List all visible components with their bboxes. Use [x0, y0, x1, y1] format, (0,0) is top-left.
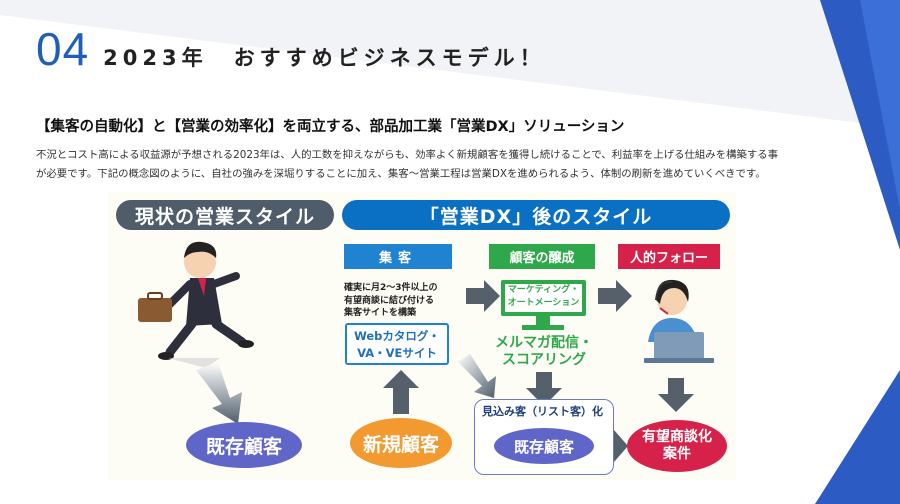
arrow-right-icon — [598, 280, 632, 312]
marketing-automation-label: マーケティング・ オートメーション — [505, 284, 582, 312]
body-paragraph: 不況とコスト高による収益源が予想される2023年は、人的工数を抑えながらも、効率… — [36, 146, 866, 184]
diagram-illustrations — [138, 241, 714, 462]
arrow-down-left-icon — [196, 362, 242, 424]
running-businessman-icon — [138, 241, 254, 368]
acquisition-header: 集客 — [344, 244, 452, 269]
arrow-down-icon — [658, 378, 694, 412]
section-number: 04 — [36, 23, 90, 75]
arrow-right-icon — [466, 280, 500, 312]
body-line: 不況とコスト高による収益源が予想される2023年は、人的工数を抑えながらも、効率… — [36, 149, 779, 161]
acquisition-description: 確実に月2～3件以上の 有望商談に結び付ける 集客サイトを構築 — [344, 283, 438, 318]
monitor-base — [522, 325, 564, 330]
promising-deals: 有望商談化 案件 — [627, 420, 727, 472]
current-style-header: 現状の営業スタイル — [116, 200, 334, 230]
existing-customers-right: 既存顧客 — [494, 428, 594, 464]
concept-diagram: 現状の営業スタイル 「営業DX」後のスタイル 集客 顧客の醸成 人的フォロー 確… — [108, 192, 736, 480]
headset-operator-icon — [644, 279, 714, 363]
monitor-stand — [536, 316, 550, 325]
monitor-icon: マーケティング・ オートメーション — [501, 280, 586, 316]
follow-header: 人的フォロー — [618, 244, 720, 269]
web-catalog-box: Webカタログ・ VA・VEサイト — [345, 323, 449, 365]
slide-subtitle: 【集客の自動化】と【営業の効率化】を両立する、部品加工業「営業DX」ソリューショ… — [36, 119, 625, 135]
nurturing-header: 顧客の醸成 — [489, 244, 595, 269]
existing-customers-left: 既存顧客 — [186, 422, 302, 468]
mail-scoring-label: メルマガ配信・ スコアリング — [495, 335, 593, 368]
section-title: 2023年 おすすめビジネスモデル！ — [103, 46, 546, 70]
dx-style-header: 「営業DX」後のスタイル — [342, 200, 730, 230]
arrow-down-icon — [526, 372, 562, 406]
prospect-label: 見込み客（リスト客）化 — [482, 405, 603, 418]
body-line: が必要です。下記の概念図のように、自社の強みを深堀りすることに加え、集客～営業工… — [36, 168, 766, 180]
arrow-up-icon — [383, 370, 419, 414]
new-customers: 新規顧客 — [350, 418, 452, 468]
arrow-diagonal-icon — [458, 354, 496, 398]
slide-title: 04 2023年 おすすめビジネスモデル！ — [36, 22, 546, 76]
